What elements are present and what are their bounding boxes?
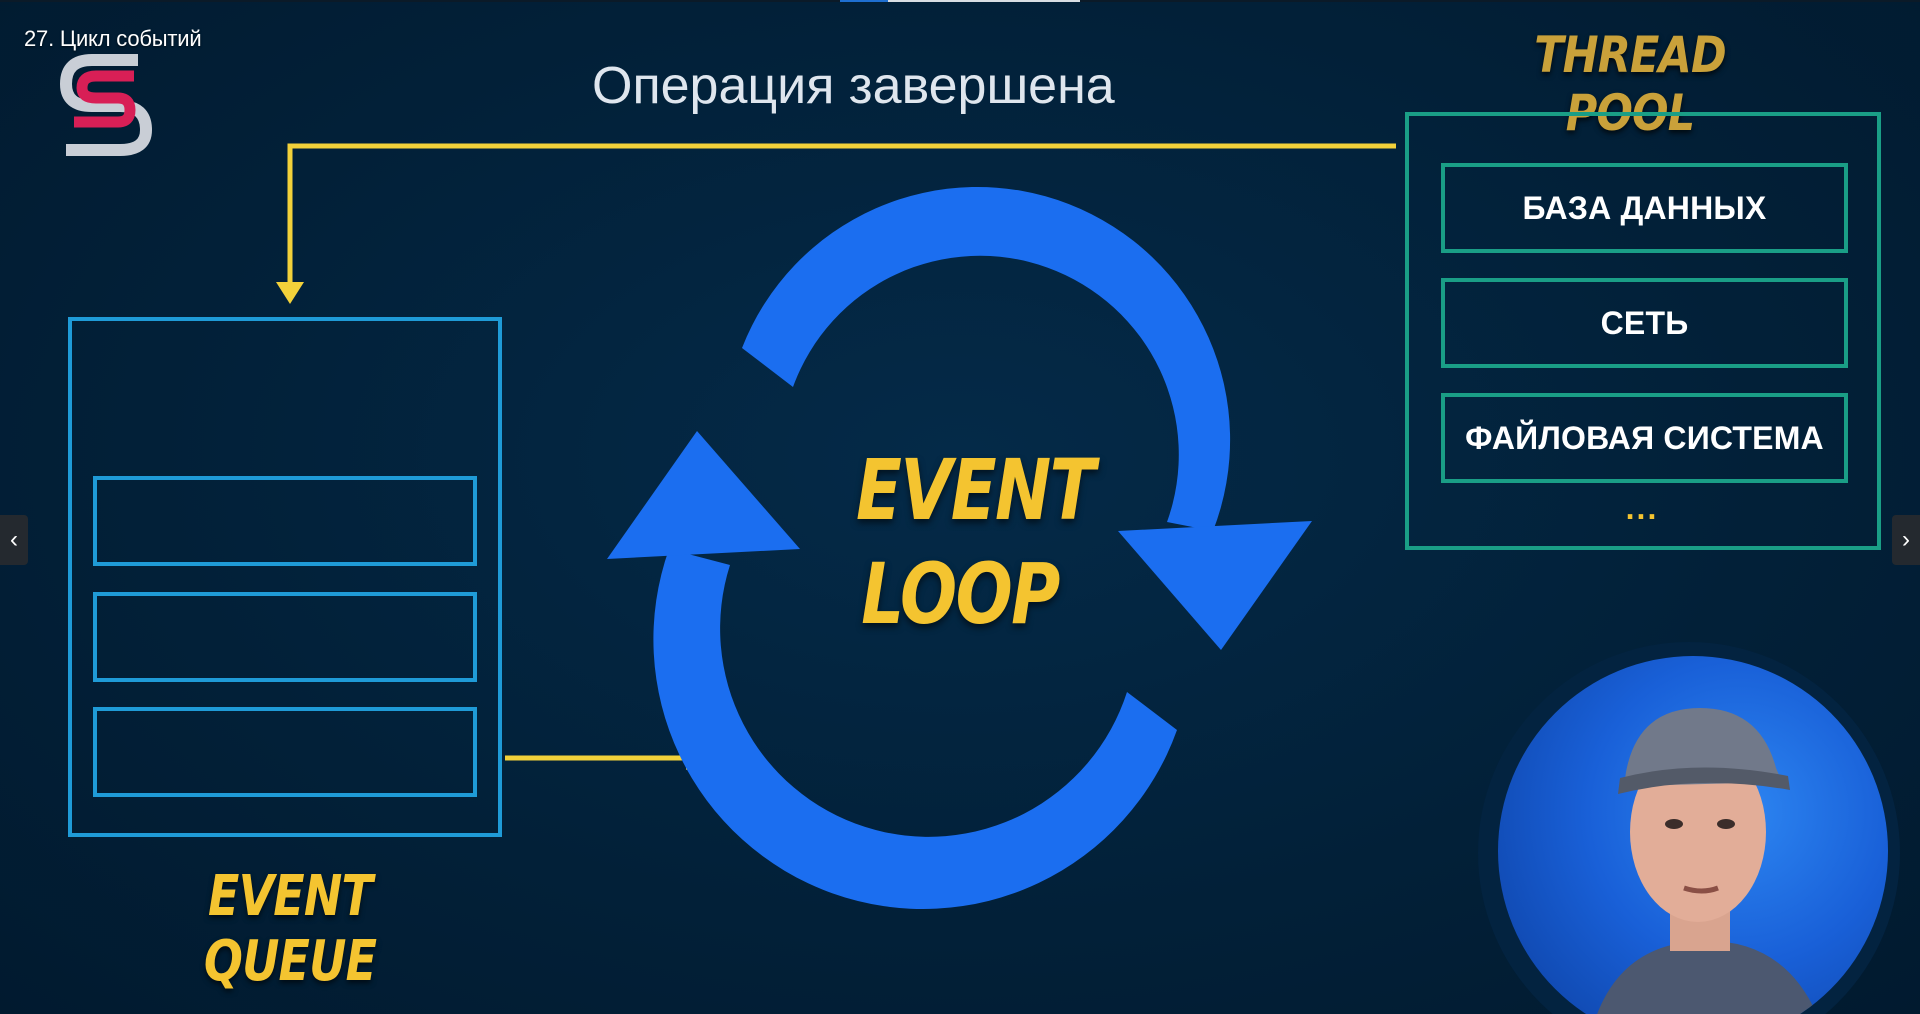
event-queue-label: EVENT QUEUE	[203, 864, 377, 994]
queue-to-loop-arrow	[505, 746, 706, 770]
callback-arrow	[276, 143, 1396, 304]
next-slide-button[interactable]: ›	[1892, 515, 1920, 565]
event-queue-box	[68, 317, 502, 837]
event-loop-label-line2: LOOP	[861, 545, 1060, 643]
chevron-left-icon: ‹	[10, 526, 18, 553]
presenter-avatar	[1597, 708, 1817, 1014]
event-loop-label: EVENT LOOP	[856, 438, 1096, 646]
progress-buffered	[888, 0, 1080, 2]
thread-pool-box	[1405, 112, 1881, 550]
thread-pool-item-network: СЕТЬ	[1441, 278, 1848, 368]
presenter-webcam	[1478, 642, 1900, 1014]
event-loop-cycle-icon	[607, 186, 1312, 910]
thread-pool-item-database: БАЗА ДАННЫХ	[1441, 163, 1848, 253]
slide-heading: Операция завершена	[592, 57, 1115, 115]
thread-pool-item-filesystem: ФАЙЛОВАЯ СИСТЕМА	[1441, 393, 1848, 483]
event-loop-label-line1: EVENT	[856, 441, 1096, 539]
chevron-right-icon: ›	[1902, 526, 1910, 553]
course-logo	[60, 54, 152, 156]
thread-pool-ellipsis: ...	[1625, 490, 1659, 526]
progress-played	[840, 0, 888, 2]
event-queue-slot	[93, 592, 477, 682]
presenter-video	[1498, 656, 1888, 1014]
event-queue-slot	[93, 707, 477, 797]
video-title: 27. Цикл событий	[24, 26, 202, 51]
event-queue-slot	[93, 476, 477, 566]
previous-slide-button[interactable]: ‹	[0, 515, 28, 565]
